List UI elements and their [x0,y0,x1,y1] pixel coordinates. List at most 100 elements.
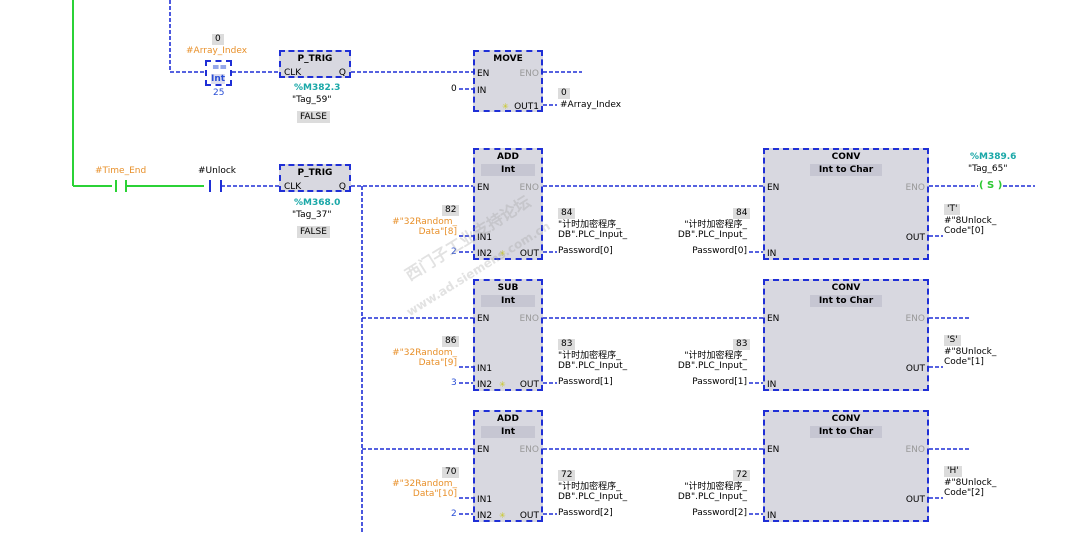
conv-type: Int to Char [810,295,882,307]
conv-in-operand-l2[interactable]: DB".PLC_Input_ [677,230,747,240]
move-out-operand[interactable]: #Array_Index [560,100,622,110]
conv-type: Int to Char [810,164,882,176]
compare-operand-value: 0 [212,34,224,45]
conv-in-pin: IN [767,511,777,521]
conv-in-operand-l3[interactable]: Password[1] [692,377,747,387]
conv-title: CONV [831,152,861,162]
move-in-value: 0 [451,84,457,94]
math-out-value: 83 [558,339,576,350]
conv-in-operand-l3[interactable]: Password[2] [692,508,747,518]
math-eno-pin: ENO [519,314,539,324]
math-en-pin: EN [477,314,490,324]
conv-in-operand-l1[interactable]: "计时加密程序_ [684,482,747,492]
conv-eno-pin: ENO [905,183,925,193]
math-out-value: 72 [558,470,576,481]
ptrig-title: P_TRIG [297,54,333,64]
ptrig-block-1[interactable]: P_TRIG CLK Q [279,50,351,78]
conv-eno-pin: ENO [905,445,925,455]
ptrig-block-2[interactable]: P_TRIG CLK Q [279,164,351,192]
math-out-operand-l1[interactable]: "计时加密程序_ [558,482,621,492]
math-in1-operand-l2[interactable]: Data"[10] [412,489,457,499]
conv-out-operand-l1[interactable]: #"8Unlock_ [944,347,997,357]
conv-out-value: 'H' [944,466,962,477]
set-coil-icon[interactable]: ( S ) [979,180,1003,191]
conv-out-operand-l1[interactable]: #"8Unlock_ [944,478,997,488]
ptrig-1-address: %M382.3 [294,83,341,93]
conv-title: CONV [831,283,861,293]
conv-block-0[interactable]: CONV Int to Char EN ENO IN OUT [763,148,929,260]
conv-in-operand-l3[interactable]: Password[0] [692,246,747,256]
math-title: ADD [497,152,519,162]
conv-en-pin: EN [767,445,780,455]
conv-in-operand-l2[interactable]: DB".PLC_Input_ [677,361,747,371]
math-out-operand-l2[interactable]: DB".PLC_Input_ [558,361,628,371]
math-block-0[interactable]: ADD Int EN ENO IN1 IN2 ✳ OUT [473,148,543,260]
math-block-2[interactable]: ADD Int EN ENO IN1 IN2 ✳ OUT [473,410,543,522]
compare-equal-box[interactable]: == Int [205,60,232,86]
conv-out-operand-l2[interactable]: Code"[0] [944,226,984,236]
math-in1-operand-l2[interactable]: Data"[8] [418,227,457,237]
move-block[interactable]: MOVE EN ENO IN ✳ OUT1 [473,50,543,112]
math-out-operand-l1[interactable]: "计时加密程序_ [558,351,621,361]
math-out-operand-l2[interactable]: DB".PLC_Input_ [558,492,628,502]
contact-unlock-label[interactable]: #Unlock [198,166,236,176]
conv-out-pin: OUT [905,233,925,243]
move-out-value: 0 [558,88,570,99]
contact-time-end-label[interactable]: #Time_End [95,166,147,176]
ptrig-q-pin: Q [338,68,346,78]
conv-out-operand-l2[interactable]: Code"[2] [944,488,984,498]
conv-in-operand-l1[interactable]: "计时加密程序_ [684,351,747,361]
math-en-pin: EN [477,183,490,193]
math-out-value: 84 [558,208,576,219]
math-in1-value: 82 [442,205,460,216]
ptrig-2-state: FALSE [297,226,330,238]
add-input-star-icon[interactable]: ✳ [502,102,509,111]
math-in1-operand-l1[interactable]: #"32Random_ [392,479,457,489]
math-in2-pin: IN2 [477,249,493,259]
math-block-1[interactable]: SUB Int EN ENO IN1 IN2 ✳ OUT [473,279,543,391]
conv-in-operand-l1[interactable]: "计时加密程序_ [684,220,747,230]
conv-in-operand-l2[interactable]: DB".PLC_Input_ [677,492,747,502]
conv-in-value: 72 [733,470,751,481]
conv-block-1[interactable]: CONV Int to Char EN ENO IN OUT [763,279,929,391]
conv-in-value: 84 [733,208,751,219]
conv-out-pin: OUT [905,495,925,505]
conv-out-value: 'S' [944,335,961,346]
compare-type: Int [211,74,226,84]
ptrig-1-state: FALSE [297,111,330,123]
math-in1-value: 70 [442,467,460,478]
conv-out-pin: OUT [905,364,925,374]
math-in1-operand-l2[interactable]: Data"[9] [418,358,457,368]
conv-title: CONV [831,414,861,424]
conv-block-2[interactable]: CONV Int to Char EN ENO IN OUT [763,410,929,522]
math-title: SUB [497,283,519,293]
math-out-operand-l3[interactable]: Password[1] [558,377,613,387]
add-input-star-icon[interactable]: ✳ [499,249,506,258]
math-out-pin: OUT [519,511,539,521]
math-in1-value: 86 [442,336,460,347]
conv-out-value: 'T' [944,204,961,215]
conv-out-operand-l1[interactable]: #"8Unlock_ [944,216,997,226]
math-in1-pin: IN1 [477,233,493,243]
math-in1-operand-l1[interactable]: #"32Random_ [392,217,457,227]
compare-operand-label[interactable]: #Array_Index [186,46,248,56]
conv-out-operand-l2[interactable]: Code"[1] [944,357,984,367]
math-out-operand-l3[interactable]: Password[2] [558,508,613,518]
move-eno-pin: ENO [519,69,539,79]
conv-en-pin: EN [767,183,780,193]
coil-tag: "Tag_65" [968,164,1008,174]
ptrig-q-pin: Q [338,182,346,192]
math-out-operand-l2[interactable]: DB".PLC_Input_ [558,230,628,240]
add-input-star-icon[interactable]: ✳ [499,380,506,389]
ptrig-2-tag: "Tag_37" [292,210,332,220]
conv-in-value: 83 [733,339,751,350]
math-in1-operand-l1[interactable]: #"32Random_ [392,348,457,358]
math-out-pin: OUT [519,249,539,259]
math-in1-pin: IN1 [477,495,493,505]
math-out-operand-l1[interactable]: "计时加密程序_ [558,220,621,230]
add-input-star-icon[interactable]: ✳ [499,511,506,520]
math-out-operand-l3[interactable]: Password[0] [558,246,613,256]
math-title: ADD [497,414,519,424]
math-type: Int [481,426,535,438]
